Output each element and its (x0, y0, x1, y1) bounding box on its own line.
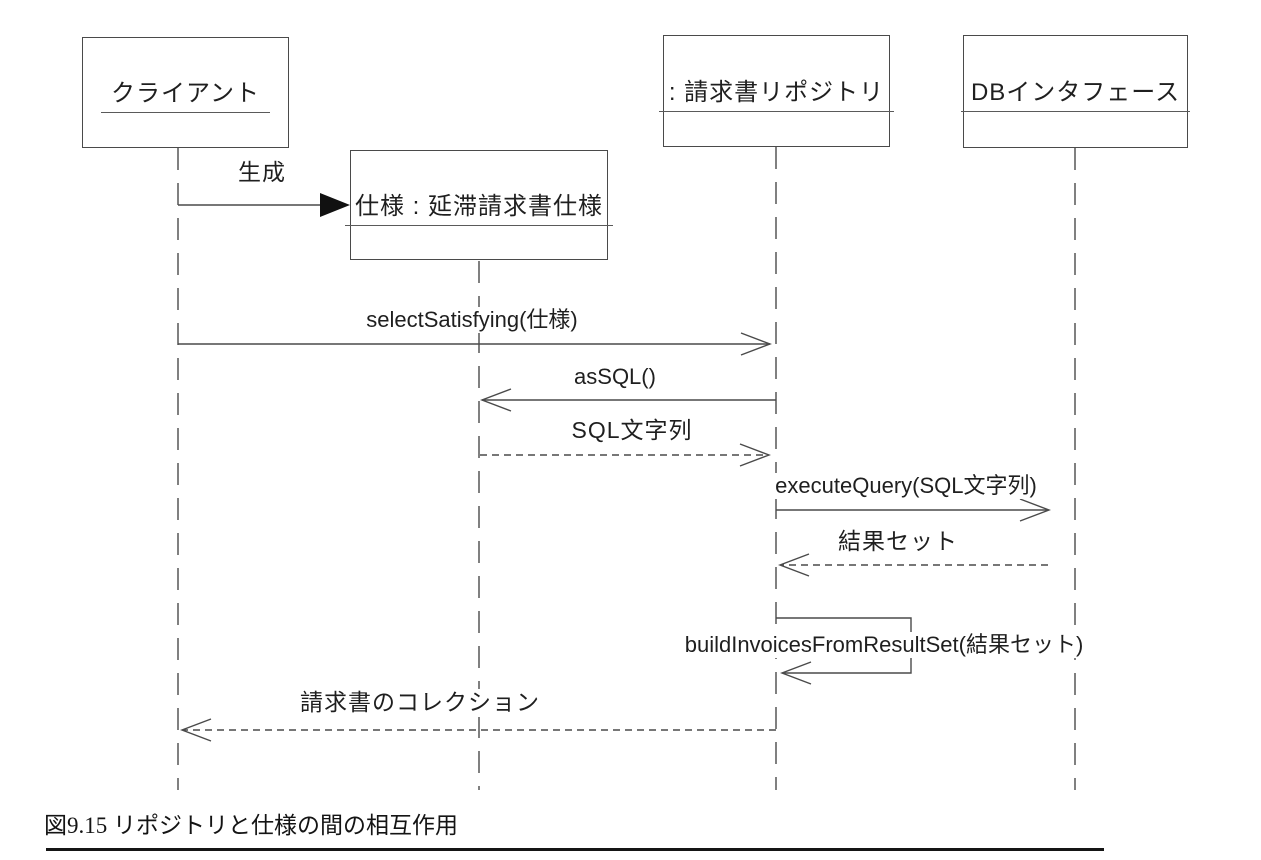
invoice-collection-arrowhead-icon (180, 718, 212, 742)
message-label-sql-string: SQL文字列 (568, 417, 696, 445)
as-sql-arrowhead-icon (480, 388, 512, 412)
message-label-create: 生成 (235, 159, 289, 187)
build-invoices-arrowhead-icon (780, 661, 812, 685)
object-box-invoice-repository: : 請求書リポジトリ (658, 35, 895, 147)
create-arrowhead-icon (320, 193, 350, 217)
object-label-specification: 仕様 : 延滞請求書仕様 (345, 185, 614, 226)
object-label-db-interface: DBインタフェース (960, 71, 1191, 112)
object-box-client: クライアント (82, 37, 289, 148)
message-label-as-sql: asSQL() (571, 364, 659, 391)
sql-string-arrowhead-icon (739, 443, 771, 467)
select-satisfying-arrowhead-icon (740, 332, 772, 356)
object-label-invoice-repository: : 請求書リポジトリ (658, 71, 895, 112)
caption-divider (46, 848, 1104, 851)
object-box-specification: 仕様 : 延滞請求書仕様 (345, 150, 614, 260)
object-label-client: クライアント (100, 72, 271, 113)
message-label-execute-query: executeQuery(SQL文字列) (772, 473, 1040, 500)
object-box-db-interface: DBインタフェース (960, 35, 1191, 148)
execute-query-arrowhead-icon (1019, 498, 1051, 522)
message-label-build-invoices: buildInvoicesFromResultSet(結果セット) (681, 632, 1087, 659)
message-label-result-set: 結果セット (835, 528, 961, 556)
figure-caption: 図9.15 リポジトリと仕様の間の相互作用 (44, 813, 458, 838)
message-label-select-satisfying: selectSatisfying(仕様) (363, 307, 581, 334)
result-set-arrowhead-icon (778, 553, 810, 577)
message-label-invoice-collection: 請求書のコレクション (297, 689, 543, 717)
